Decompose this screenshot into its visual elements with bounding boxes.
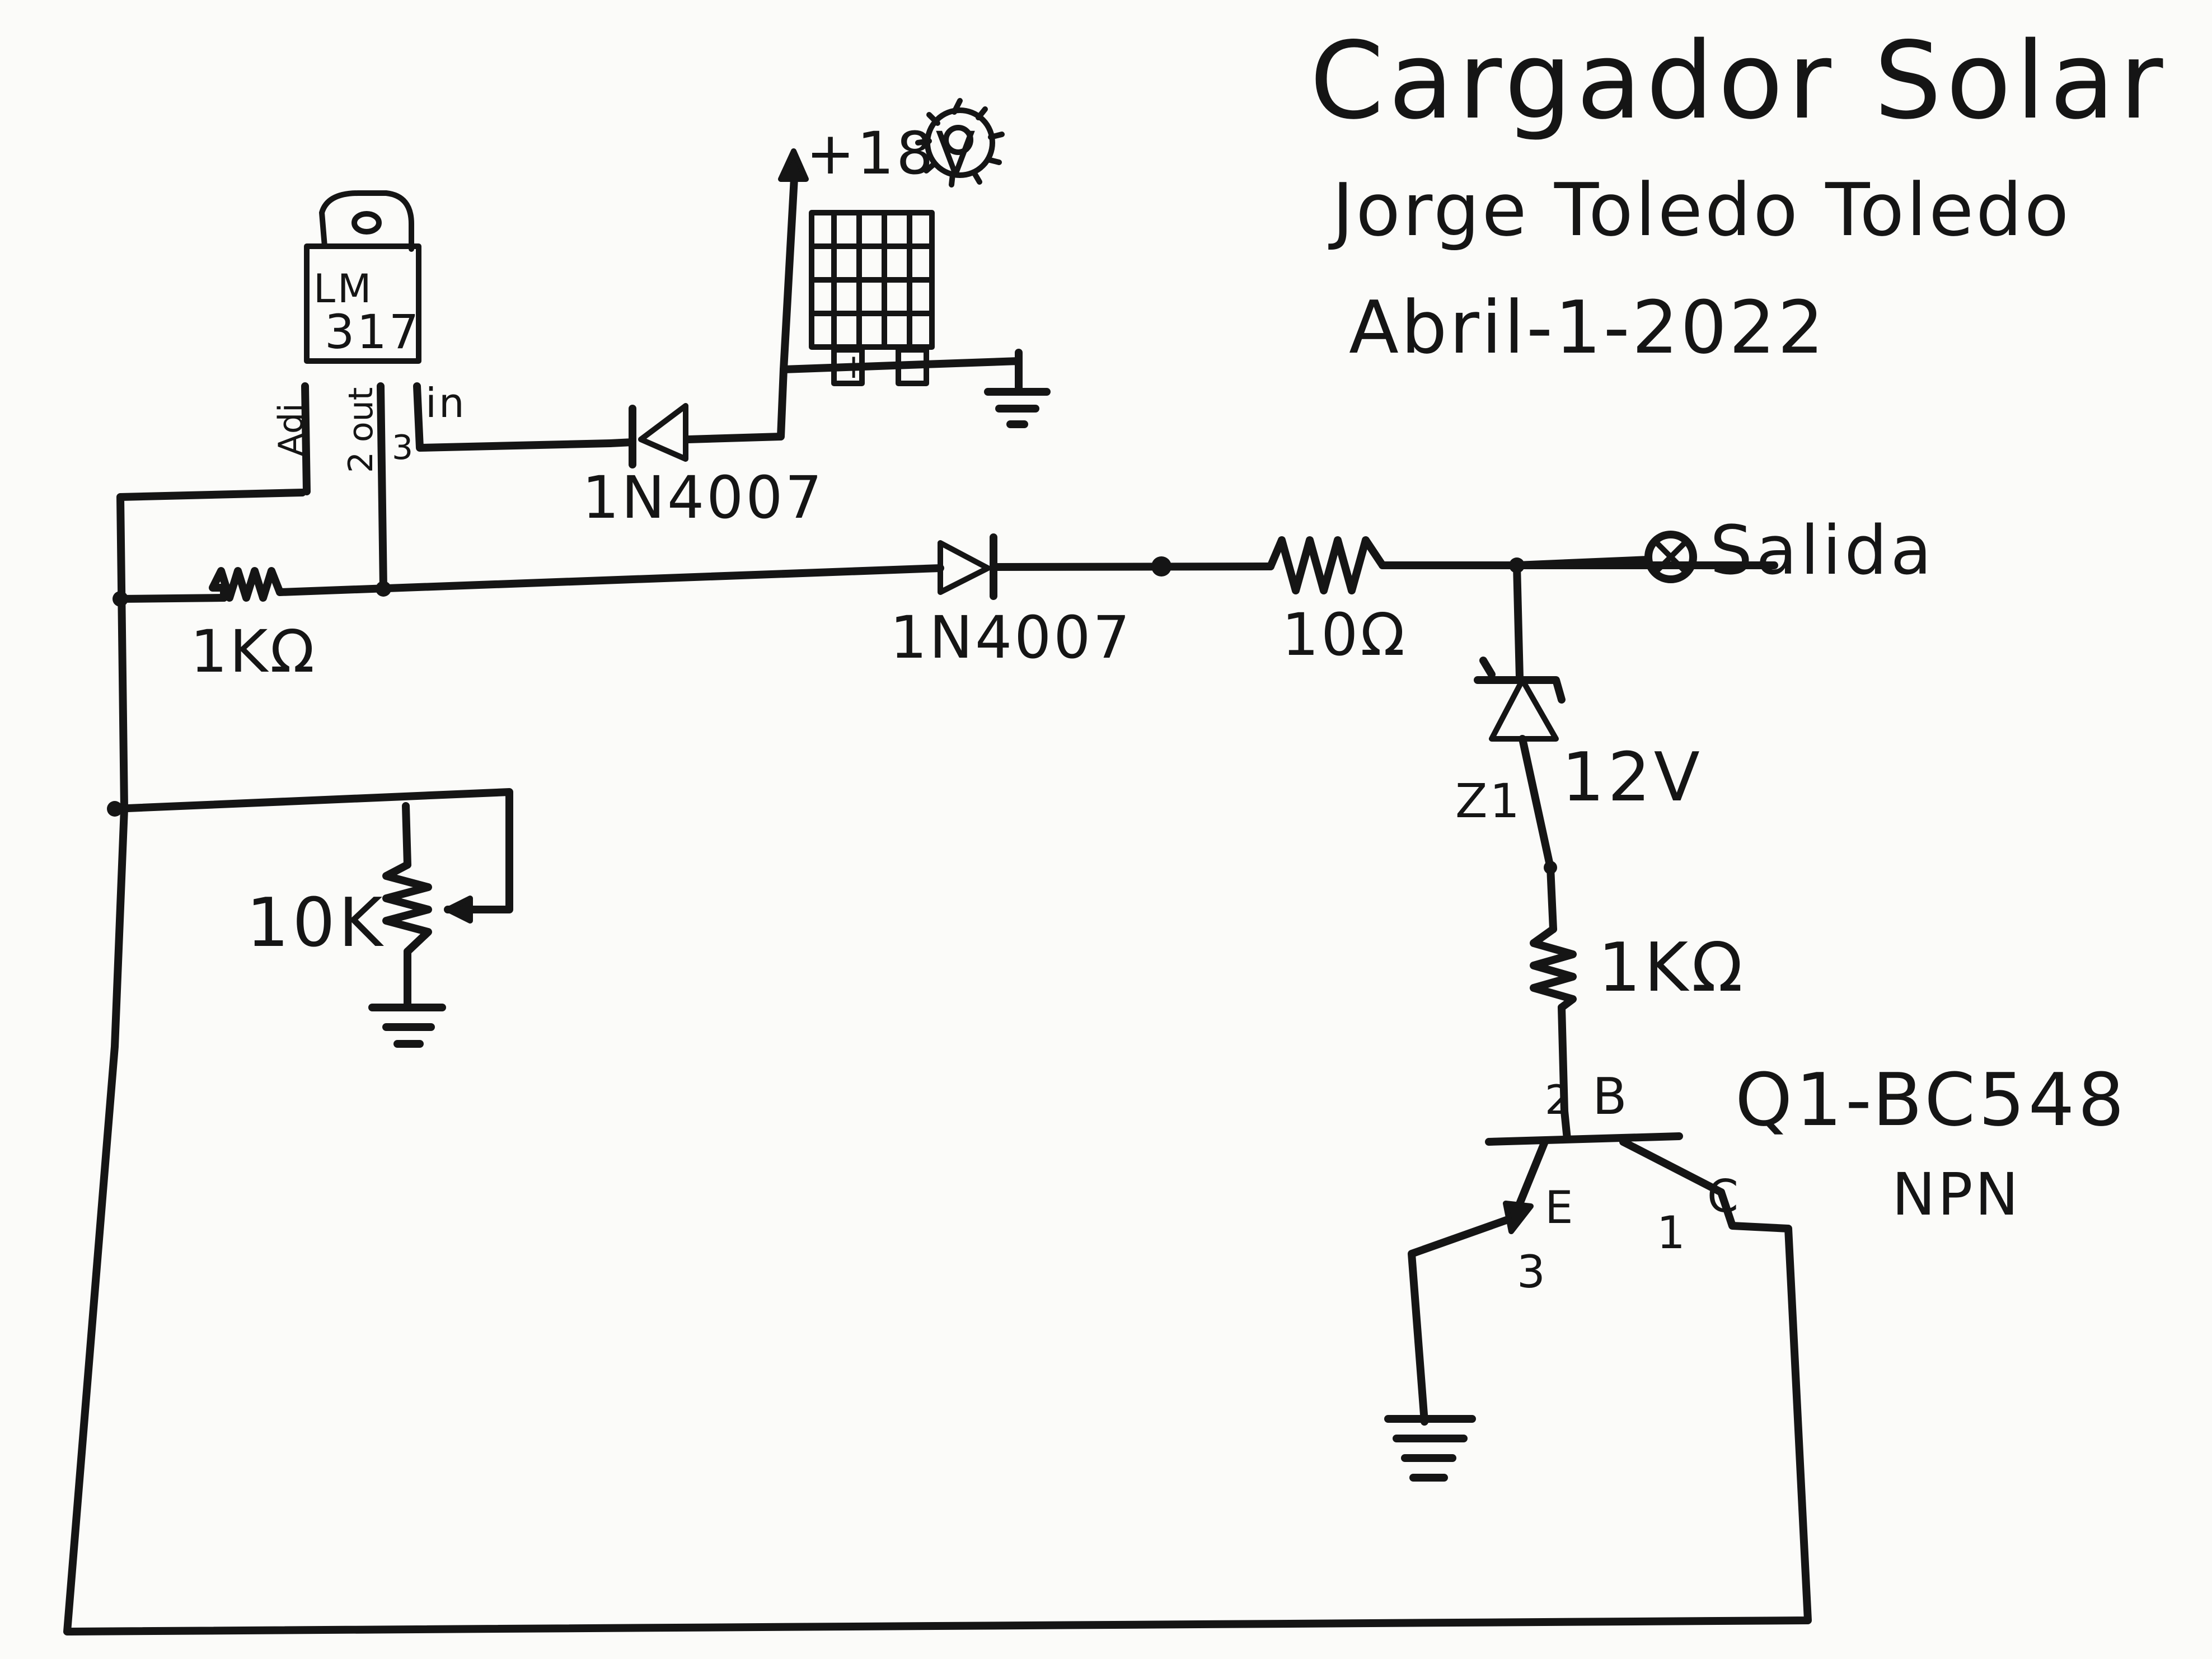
- ground-symbol-emitter: [1384, 1415, 1476, 1482]
- transistor-emitter-label: E: [1545, 1182, 1576, 1234]
- resistor-1k-bus: 1KΩ: [190, 567, 317, 686]
- diagram-date: Abril-1-2022: [1349, 285, 1826, 370]
- transistor-bc548: 2 B E 3 C 1 Q1-BC548 NPN: [1485, 1057, 2127, 1298]
- panel-plus-terminal: +: [840, 347, 868, 386]
- zener-voltage: 12V: [1562, 739, 1703, 817]
- zener-ref: Z1: [1455, 774, 1522, 828]
- diode-input-label: 1N4007: [582, 463, 824, 532]
- transistor-pin-1: 1: [1657, 1207, 1685, 1259]
- potentiometer-10k: 10K: [246, 861, 473, 962]
- lm317-pin-3: 3: [392, 428, 413, 467]
- transistor-pin-3: 3: [1517, 1246, 1545, 1298]
- transistor-collector-label: C: [1707, 1170, 1741, 1222]
- transistor-pin-2: 2: [1545, 1076, 1571, 1123]
- resistor-10-ohm-label: 10Ω: [1282, 601, 1407, 669]
- lm317-regulator: LM 317 Adj out 2 3 in: [271, 190, 467, 473]
- lm317-pin-2: 2: [341, 452, 381, 473]
- solar-panel: +18V + -: [778, 98, 1005, 386]
- lm317-label-bottom: 317: [325, 304, 421, 359]
- transistor-part-number: Q1-BC548: [1735, 1057, 2127, 1142]
- resistor-10-ohm: 10Ω: [1267, 536, 1407, 669]
- diode-main-label: 1N4007: [890, 603, 1132, 672]
- resistor-1k-branch: 1KΩ: [1530, 925, 1746, 1011]
- junction-dots: [107, 556, 1557, 874]
- zener-diode: Z1 12V: [1455, 657, 1703, 828]
- lm317-pin-in: in: [425, 379, 467, 427]
- ground-symbol-pot: [368, 998, 446, 1048]
- transistor-type: NPN: [1892, 1160, 2021, 1229]
- resistor-1k-branch-label: 1KΩ: [1598, 929, 1746, 1007]
- potentiometer-label: 10K: [246, 884, 386, 962]
- transistor-base-label: B: [1592, 1067, 1629, 1126]
- sun-icon: [915, 98, 1005, 188]
- author-name: Jorge Toledo Toledo: [1328, 167, 2071, 252]
- diagram-title: Cargador Solar: [1310, 19, 2167, 143]
- output-label: Salida: [1710, 512, 1935, 590]
- ground-symbol-panel: [984, 370, 1051, 428]
- output-terminal: Salida: [1513, 512, 1935, 590]
- resistor-1k-bus-label: 1KΩ: [190, 617, 317, 686]
- diode-main: 1N4007: [890, 533, 1132, 672]
- panel-minus-terminal: -: [906, 345, 918, 385]
- lm317-label-top: LM: [313, 266, 373, 312]
- lm317-pin-adj: Adj: [271, 403, 311, 456]
- lm317-pin-out: out: [341, 387, 381, 442]
- diode-input: 1N4007: [582, 403, 824, 532]
